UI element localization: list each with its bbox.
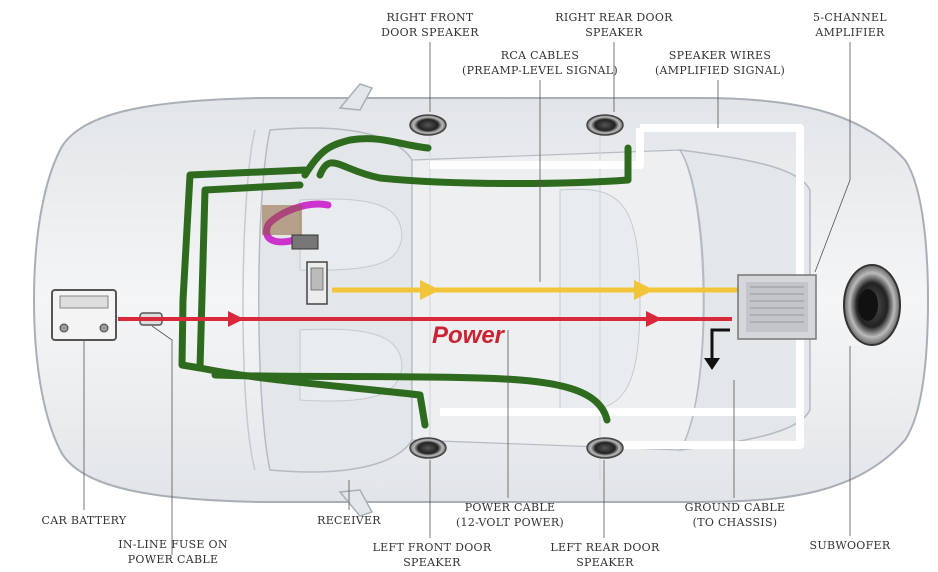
rca-cable xyxy=(332,280,738,300)
label-line: AMPLIFIER xyxy=(815,26,885,39)
subwoofer-unit xyxy=(843,264,901,346)
label-receiver: RECEIVER xyxy=(299,513,399,528)
hood-line xyxy=(242,129,256,471)
label-speaker-wires: SPEAKER WIRES (AMPLIFIED SIGNAL) xyxy=(640,48,800,78)
left-rear-speaker xyxy=(586,437,624,459)
label-power-cable: POWER CABLE (12-VOLT POWER) xyxy=(450,500,570,530)
label-car-battery: CAR BATTERY xyxy=(24,513,144,528)
label-line: RIGHT FRONT xyxy=(386,11,474,24)
label-line: SPEAKER xyxy=(403,556,461,569)
ground-cable xyxy=(704,328,730,370)
mirror-right xyxy=(338,83,374,111)
label-left-rear-door-speaker: LEFT REAR DOOR SPEAKER xyxy=(540,540,670,570)
receiver-unit xyxy=(306,261,328,305)
label-line: LEFT REAR DOOR xyxy=(550,541,660,554)
label-line: SPEAKER xyxy=(576,556,634,569)
label-left-front-door-speaker: LEFT FRONT DOOR SPEAKER xyxy=(362,540,502,570)
left-front-speaker xyxy=(409,437,447,459)
label-rca-cables: RCA CABLES (PREAMP-LEVEL SIGNAL) xyxy=(440,48,640,78)
label-line: LEFT FRONT DOOR xyxy=(372,541,492,554)
power-label: Power xyxy=(432,322,505,349)
label-line: IN-LINE FUSE ON xyxy=(118,538,228,551)
label-inline-fuse: IN-LINE FUSE ON POWER CABLE xyxy=(108,537,238,567)
speaker-wire-paths xyxy=(430,124,804,449)
label-line: (AMPLIFIED SIGNAL) xyxy=(654,64,786,77)
label-line: RIGHT REAR DOOR xyxy=(555,11,673,24)
label-line: GROUND CABLE xyxy=(684,501,786,514)
roof xyxy=(411,149,704,451)
amplifier-unit xyxy=(737,274,817,340)
car-battery-unit xyxy=(51,289,117,341)
label-line: DOOR SPEAKER xyxy=(381,26,479,39)
label-line: 5-CHANNEL xyxy=(813,11,887,24)
mirror-left xyxy=(338,489,374,517)
label-line: SPEAKER WIRES xyxy=(668,49,772,62)
wiring-harness xyxy=(262,205,319,250)
car-body xyxy=(32,83,930,517)
right-front-speaker xyxy=(409,114,447,136)
label-line: (12-VOLT POWER) xyxy=(455,516,565,529)
label-line: RCA CABLES xyxy=(500,49,580,62)
label-line: (TO CHASSIS) xyxy=(692,516,778,529)
label-line: SPEAKER xyxy=(585,26,643,39)
label-subwoofer: SUBWOOFER xyxy=(800,538,900,553)
label-line: CAR BATTERY xyxy=(41,514,127,527)
label-five-channel-amplifier: 5-CHANNEL AMPLIFIER xyxy=(790,10,910,40)
green-speaker-wires xyxy=(178,135,632,429)
leader-lines xyxy=(83,42,851,555)
label-ground-cable: GROUND CABLE (TO CHASSIS) xyxy=(675,500,795,530)
front-right-seat xyxy=(299,198,403,271)
right-rear-speaker xyxy=(586,114,624,136)
label-right-front-door-speaker: RIGHT FRONT DOOR SPEAKER xyxy=(365,10,495,40)
label-line: RECEIVER xyxy=(317,514,381,527)
label-right-rear-door-speaker: RIGHT REAR DOOR SPEAKER xyxy=(544,10,684,40)
label-line: POWER CABLE xyxy=(464,501,556,514)
label-line: (PREAMP-LEVEL SIGNAL) xyxy=(462,64,618,77)
label-line: SUBWOOFER xyxy=(809,539,891,552)
power-cable xyxy=(118,311,732,327)
label-line: POWER CABLE xyxy=(127,553,219,566)
